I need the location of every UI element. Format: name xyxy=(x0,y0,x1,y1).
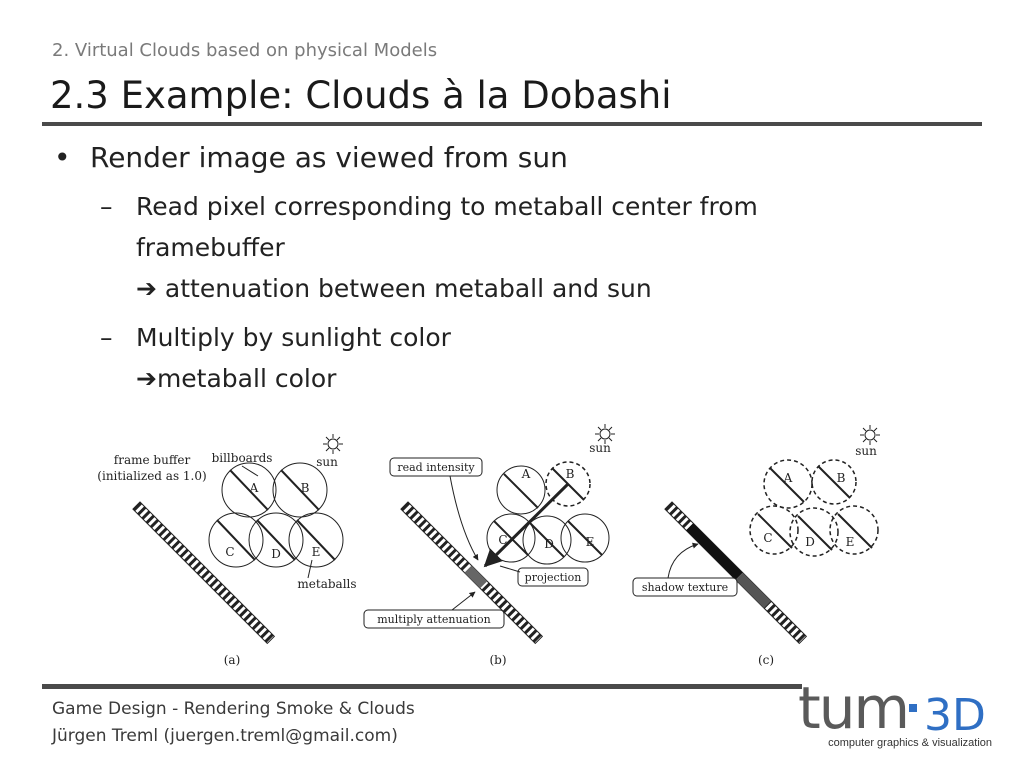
metaball xyxy=(288,512,344,568)
bullet-item: • Render image as viewed from sun xyxy=(52,138,952,178)
label-sun: sun xyxy=(589,441,611,455)
ball-label: E xyxy=(846,535,855,549)
label-frame-buffer: frame buffer xyxy=(114,453,191,467)
sub-bullet-item: – Read pixel corresponding to metaball c… xyxy=(52,186,952,309)
tum3d-logo: tum 3D computer graphics & visualization xyxy=(798,674,992,749)
shadow-texture-box xyxy=(632,577,738,597)
multiply-attenuation-box xyxy=(363,609,505,629)
bullet-text: Render image as viewed from sun xyxy=(90,141,568,174)
metaball xyxy=(811,459,857,505)
footer-author: Jürgen Treml (juergen.treml@gmail.com) xyxy=(52,726,398,746)
metaball xyxy=(749,505,799,555)
logo-tagline: computer graphics & visualization xyxy=(828,737,992,749)
sun-icon xyxy=(595,424,615,444)
footer-course: Game Design - Rendering Smoke & Clouds xyxy=(52,699,415,719)
ball-label: D xyxy=(544,537,554,551)
dobashi-diagram: frame buffer (initialized as 1.0) billbo… xyxy=(97,424,880,667)
ball-label: A xyxy=(249,481,259,495)
sub-bullet-line: Read pixel corresponding to metaball cen… xyxy=(136,192,758,221)
sub-bullet-line: framebuffer xyxy=(136,233,285,262)
right-arrow-icon: ➔ xyxy=(136,274,165,303)
billboard-line xyxy=(216,469,336,561)
sun-icon xyxy=(323,434,343,454)
ball-label: A xyxy=(783,471,793,485)
label-multiply-attenuation: multiply attenuation xyxy=(377,613,491,626)
sub-bullet-result: ➔metaball color xyxy=(136,358,952,399)
caption-c: (c) xyxy=(758,653,774,667)
sub-bullet-result: ➔ attenuation between metaball and sun xyxy=(136,268,952,309)
metaball xyxy=(789,507,839,557)
ball-label: B xyxy=(301,481,310,495)
logo-tum: tum xyxy=(798,674,908,742)
leader-line xyxy=(499,565,521,573)
label-sun: sun xyxy=(855,444,877,458)
sub-bullet-result-text: attenuation between metaball and sun xyxy=(164,274,652,303)
projection-arrow xyxy=(483,482,570,568)
label-billboards: billboards xyxy=(212,451,273,465)
metaball xyxy=(221,462,277,518)
dash-icon: – xyxy=(100,192,113,221)
caption-a: (a) xyxy=(224,653,241,667)
footer-divider xyxy=(42,684,802,689)
logo-dot xyxy=(909,704,917,712)
dash-icon: – xyxy=(100,323,113,352)
slide-title: 2.3 Example: Clouds à la Dobashi xyxy=(50,74,672,117)
panel-a: frame buffer (initialized as 1.0) billbo… xyxy=(97,434,357,667)
title-divider xyxy=(42,122,982,126)
caption-b: (b) xyxy=(489,653,506,667)
metaball xyxy=(248,512,304,568)
ball-label: C xyxy=(763,531,772,545)
ball-label: C xyxy=(498,533,507,547)
projection-box xyxy=(517,567,589,587)
bullet-dot-icon: • xyxy=(54,141,71,174)
metaball xyxy=(272,462,328,518)
section-heading: 2. Virtual Clouds based on physical Mode… xyxy=(52,40,438,61)
ball-label: A xyxy=(521,467,531,481)
right-arrow-icon: ➔ xyxy=(136,364,157,393)
ball-label: D xyxy=(805,535,815,549)
billboard-line xyxy=(757,465,873,551)
label-read-intensity: read intensity xyxy=(397,461,475,474)
footer: Game Design - Rendering Smoke & Clouds J… xyxy=(52,696,415,750)
panel-c: shadow texture sun (c) A B C D E xyxy=(632,425,880,667)
logo-3d: 3D xyxy=(924,690,986,741)
bullet-list: • Render image as viewed from sun – Read… xyxy=(52,138,952,399)
sub-bullet-item: – Multiply by sunlight color ➔metaball c… xyxy=(52,317,952,399)
metaball xyxy=(496,465,546,515)
label-initialized: (initialized as 1.0) xyxy=(97,469,206,483)
metaball xyxy=(522,515,572,565)
label-shadow-texture: shadow texture xyxy=(642,581,728,594)
metaball xyxy=(486,513,536,563)
label-projection: projection xyxy=(525,571,582,584)
leader-line xyxy=(451,591,476,611)
ball-label: E xyxy=(312,545,321,559)
label-metaballs: metaballs xyxy=(297,577,356,591)
ball-label: C xyxy=(225,545,234,559)
sub-bullet-line: Multiply by sunlight color xyxy=(136,323,451,352)
ball-label: D xyxy=(271,547,281,561)
leader-line xyxy=(241,465,313,579)
panel-b: read intensity projection multiply atten… xyxy=(363,424,615,667)
metaball xyxy=(829,505,879,555)
frame-buffer-strip xyxy=(132,501,276,645)
metaball xyxy=(208,512,264,568)
ball-label: E xyxy=(586,535,595,549)
sub-bullet-result-text: metaball color xyxy=(156,364,337,393)
metaball xyxy=(560,513,610,563)
sun-icon xyxy=(860,425,880,445)
read-intensity-box xyxy=(389,457,483,477)
label-sun: sun xyxy=(316,455,338,469)
ball-label: B xyxy=(837,471,846,485)
leader-line xyxy=(667,542,699,579)
leader-line xyxy=(449,475,479,561)
ball-label: B xyxy=(566,467,575,481)
